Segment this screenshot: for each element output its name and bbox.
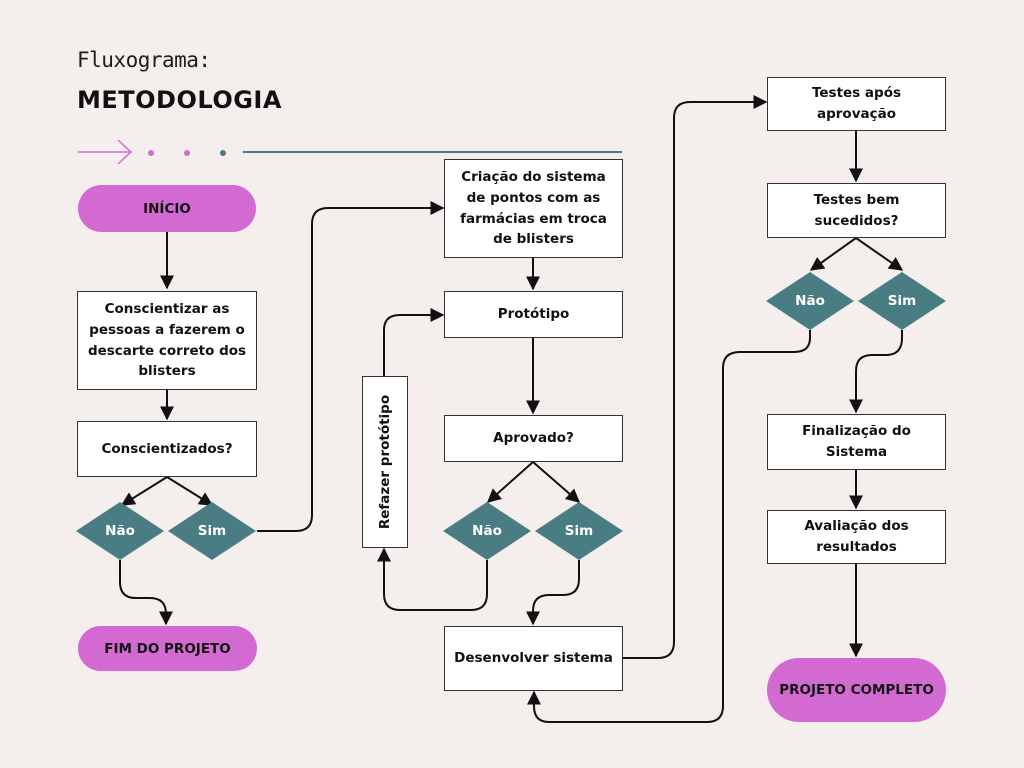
process-finalizacao-sistema: Finalização do Sistema <box>767 414 946 470</box>
arrow-sim3-finalizacao <box>849 330 903 414</box>
decision-sim-3: Sim <box>858 272 946 330</box>
process-desenvolver-sistema: Desenvolver sistema <box>444 626 623 691</box>
process-conscientizar: Conscientizar as pessoas a fazerem o des… <box>77 291 257 390</box>
decision-sim-1-label: Sim <box>197 523 227 539</box>
arrow-desenvolver-testes <box>623 95 768 659</box>
decision-nao-2: Não <box>443 502 531 560</box>
arrow-sim2-desenvolver <box>526 560 580 626</box>
decision-aprovado-label: Aprovado? <box>493 430 574 447</box>
diagram-title: METODOLOGIA <box>77 86 282 114</box>
decision-testes-bem-sucedidos-label: Testes bem sucedidos? <box>813 191 900 229</box>
arrow-decision3-sim <box>855 237 904 271</box>
process-prototipo-label: Protótipo <box>497 306 570 323</box>
process-testes-apos-aprovacao-label: Testes após aprovação <box>811 85 902 122</box>
process-refazer-prototipo-label: Refazer protótipo <box>377 394 393 530</box>
decision-aprovado: Aprovado? <box>444 415 623 462</box>
decision-sim-2: Sim <box>535 502 623 560</box>
diamond-shape <box>535 502 623 560</box>
arrow-nao2-refazer <box>377 547 488 611</box>
arrow-decision1-sim <box>166 476 214 506</box>
arrow-decision3-nao <box>809 237 857 271</box>
diamond-shape <box>76 502 164 560</box>
process-conscientizar-label: Conscientizar as pessoas a fazerem o des… <box>87 300 247 380</box>
diamond-shape <box>858 272 946 330</box>
decision-sim-2-label: Sim <box>564 523 594 539</box>
start-node-label: INÍCIO <box>143 200 191 217</box>
decision-nao-2-label: Não <box>472 523 502 539</box>
process-criacao-sistema-label: Criação do sistema de pontos com as farm… <box>460 168 607 248</box>
decision-testes-bem-sucedidos: Testes bem sucedidos? <box>767 183 946 238</box>
end-node-projeto-completo: PROJETO COMPLETO <box>767 658 946 722</box>
process-refazer-prototipo: Refazer protótipo <box>362 376 408 548</box>
process-finalizacao-sistema-label: Finalização do Sistema <box>802 423 911 460</box>
arrow-decision2-nao <box>486 461 534 503</box>
decision-conscientizados: Conscientizados? <box>77 421 257 477</box>
arrow-decision2-sim <box>532 461 581 503</box>
diamond-shape <box>168 502 256 560</box>
process-avaliacao-resultados: Avaliação dos resultados <box>767 510 946 564</box>
end-node-fim-projeto: FIM DO PROJETO <box>78 626 257 671</box>
arrow-refazer-prototipo <box>383 308 445 376</box>
start-node: INÍCIO <box>78 185 256 232</box>
decision-nao-1: Não <box>76 502 164 560</box>
process-desenvolver-sistema-label: Desenvolver sistema <box>454 650 613 667</box>
arrows <box>119 95 904 723</box>
arrow-decision1-nao <box>120 476 168 506</box>
process-avaliacao-resultados-label: Avaliação dos resultados <box>804 518 909 555</box>
process-prototipo: Protótipo <box>444 291 623 338</box>
process-testes-apos-aprovacao: Testes após aprovação <box>767 77 946 131</box>
arrow-nao3-desenvolver <box>527 330 811 723</box>
decision-sim-3-label: Sim <box>887 293 917 309</box>
diamond-shape <box>766 272 854 330</box>
decision-nao-3-label: Não <box>795 293 825 309</box>
decorative-divider <box>78 139 622 165</box>
process-criacao-sistema: Criação do sistema de pontos com as farm… <box>444 159 623 258</box>
end-node-fim-projeto-label: FIM DO PROJETO <box>104 640 231 657</box>
arrow-nao1-fim <box>119 560 173 626</box>
decision-nao-1-label: Não <box>105 523 135 539</box>
diagram-subtitle: Fluxograma: <box>77 48 211 72</box>
end-node-projeto-completo-label: PROJETO COMPLETO <box>779 682 934 698</box>
decision-sim-1: Sim <box>168 502 256 560</box>
decision-conscientizados-label: Conscientizados? <box>101 440 233 457</box>
diamond-shape <box>443 502 531 560</box>
arrow-sim1-criacao <box>257 201 445 532</box>
decision-nao-3: Não <box>766 272 854 330</box>
